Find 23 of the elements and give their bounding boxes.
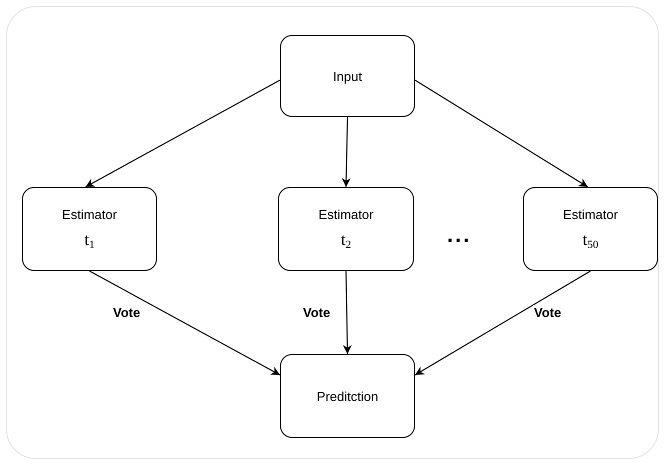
node-title: Estimator — [62, 207, 117, 222]
process-box — [280, 354, 415, 438]
node-symbol: t$_{1}$ — [84, 230, 95, 251]
arrow — [414, 80, 588, 188]
node-title: Estimator — [318, 207, 374, 222]
node-symbol: t$_{50}$ — [582, 230, 598, 251]
arrow — [414, 270, 591, 376]
edge-label: Vote — [533, 305, 562, 320]
process-box — [523, 187, 658, 271]
edge-label: Vote — [302, 305, 332, 320]
process-box — [280, 35, 415, 117]
node-symbol: t$_{2}$ — [340, 230, 352, 251]
ellipsis-label: ... — [447, 225, 472, 245]
arrow — [342, 116, 351, 188]
node-title: Estimator — [563, 207, 618, 222]
node-title: Preditction — [316, 388, 378, 404]
process-box — [22, 187, 157, 271]
arrow — [89, 270, 280, 376]
node-title: Input — [333, 68, 362, 84]
arrow — [85, 80, 280, 188]
arrow — [342, 271, 352, 354]
process-box — [278, 187, 414, 271]
edge-label: Vote — [112, 305, 142, 320]
